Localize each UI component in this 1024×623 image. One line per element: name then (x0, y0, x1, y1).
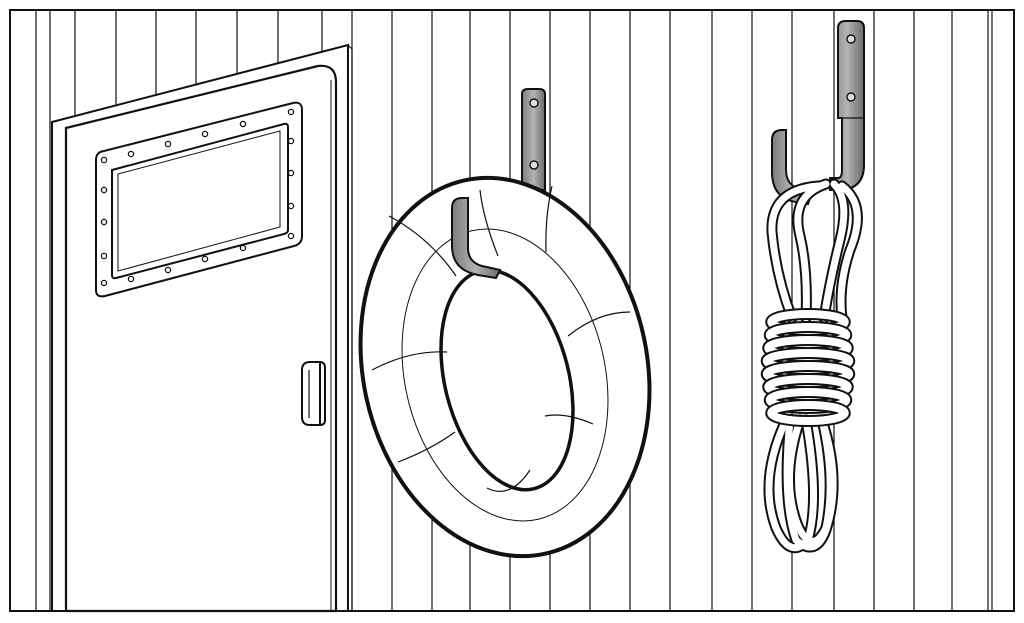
wall-hook-icon (521, 88, 546, 191)
rope-coil-icon (760, 178, 863, 554)
life-ring-icon (358, 175, 652, 559)
porthole-window-icon (95, 101, 303, 298)
rope-wrap (767, 401, 849, 425)
wall-hook-icon (771, 20, 865, 206)
door-handle-icon (301, 361, 326, 426)
door (51, 43, 353, 613)
